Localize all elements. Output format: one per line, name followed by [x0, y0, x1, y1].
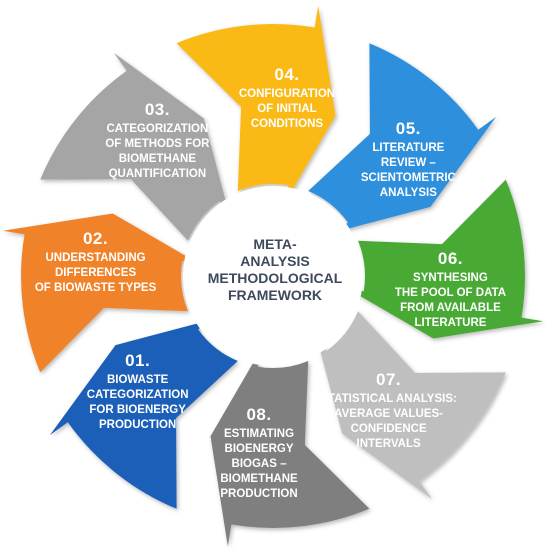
step-8-arrow — [210, 350, 370, 547]
step-4-arrow — [176, 5, 336, 202]
center-disc — [183, 186, 363, 366]
step-7-arrow — [316, 311, 506, 500]
step-5-arrow — [308, 43, 497, 233]
step-3-arrow — [40, 52, 230, 241]
step-6-arrow — [347, 179, 544, 339]
step-2-arrow — [2, 213, 199, 373]
step-1-arrow — [49, 319, 238, 509]
center-title: META- ANALYSIS METHODOLOGICAL FRAMEWORK — [207, 236, 343, 303]
